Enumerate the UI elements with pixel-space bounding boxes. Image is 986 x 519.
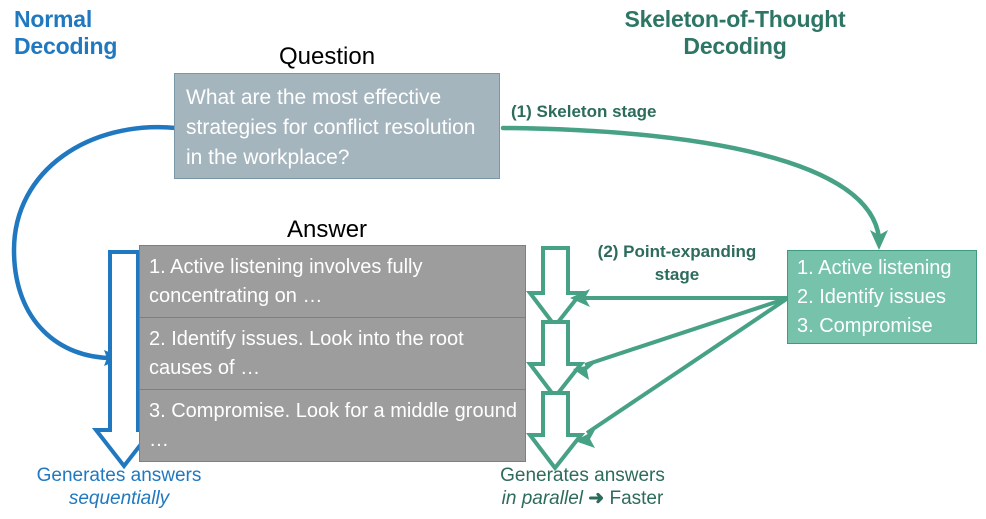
heading-normal-decoding: Normal Decoding xyxy=(14,6,244,59)
skeleton-point-2: 2. Identify issues xyxy=(797,286,946,308)
caption-parallel-line1: Generates answers xyxy=(500,465,665,486)
heading-sot-line1: Skeleton-of-Thought xyxy=(624,6,846,32)
heading-normal-line1: Normal xyxy=(14,6,93,32)
answer-point-box-1: 1. Active listening involves fully conce… xyxy=(139,245,526,318)
skeleton-fanout-line-3 xyxy=(575,296,790,448)
skeleton-point-1: 1. Active listening xyxy=(797,257,952,279)
skeleton-point-3: 3. Compromise xyxy=(797,315,933,337)
skeleton-points-box: 1. Active listening 2. Identify issues 3… xyxy=(787,250,977,344)
caption-sequential-line2: sequentially xyxy=(68,488,170,509)
heading-normal-line2: Decoding xyxy=(14,32,118,59)
green-parallel-block-arrow-2 xyxy=(525,320,586,401)
stage-2-label: (2) Point-expanding stage xyxy=(572,240,782,286)
green-skeleton-curve xyxy=(500,125,888,250)
answer-label: Answer xyxy=(287,216,368,243)
stage-2-label-line1: (2) Point-expanding xyxy=(597,242,757,261)
caption-sequential: Generates answers sequentially xyxy=(8,464,230,510)
answer-point-text-2: 2. Identify issues. Look into the root c… xyxy=(149,328,464,379)
stage-1-label: (1) Skeleton stage xyxy=(511,102,657,121)
answer-point-text-1: 1. Active listening involves fully conce… xyxy=(149,256,423,307)
caption-parallel: Generates answers in parallel ➜ Faster xyxy=(455,464,710,510)
question-box: What are the most effective strategies f… xyxy=(174,73,500,179)
skeleton-fanout-line-1 xyxy=(570,289,788,307)
question-label: Question xyxy=(279,43,376,70)
question-text: What are the most effective strategies f… xyxy=(186,86,476,169)
right-arrow-icon: ➜ xyxy=(588,488,605,509)
caption-sequential-line1: Generates answers xyxy=(36,465,202,486)
green-parallel-block-arrow-3 xyxy=(525,391,586,472)
heading-sot-line2: Decoding xyxy=(683,32,787,59)
stage-2-label-line2: stage xyxy=(654,265,700,284)
answer-point-text-3: 3. Compromise. Look for a middle ground … xyxy=(149,400,517,451)
caption-parallel-tail: Faster xyxy=(609,488,664,509)
answer-point-box-2: 2. Identify issues. Look into the root c… xyxy=(139,317,526,390)
heading-skeleton-of-thought-decoding: Skeleton-of-Thought Decoding xyxy=(560,6,910,59)
caption-parallel-emphasis: in parallel xyxy=(501,488,583,509)
skeleton-fanout-line-2 xyxy=(573,296,789,380)
answer-point-box-3: 3. Compromise. Look for a middle ground … xyxy=(139,389,526,462)
caption-parallel-line2: in parallel ➜ Faster xyxy=(455,487,710,510)
